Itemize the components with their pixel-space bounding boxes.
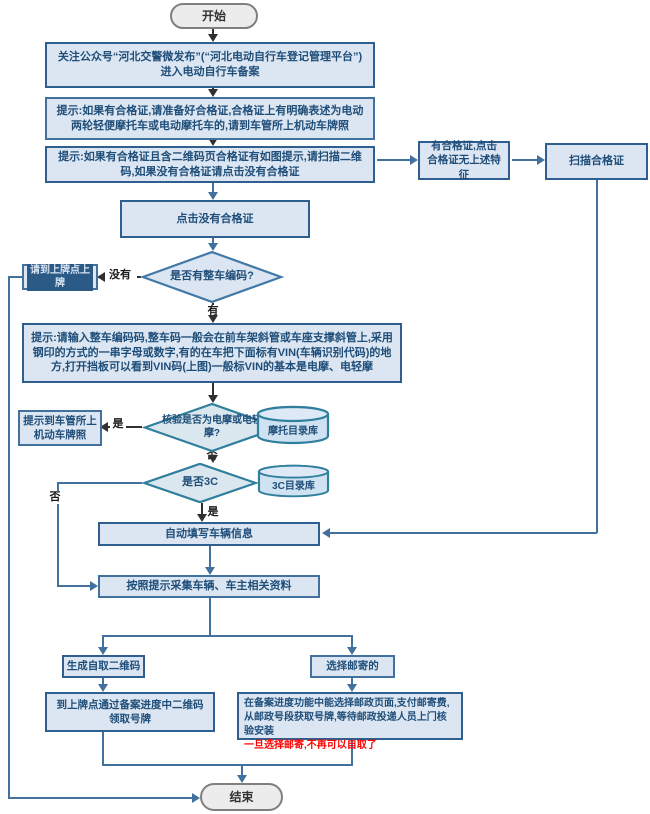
connector-line — [102, 732, 104, 766]
arrowhead — [208, 192, 218, 200]
arrowhead — [410, 155, 418, 165]
step-tip-qrcode: 提示:如果有合格证且含二维码页合格证有如图提示,请扫描二维码,如果没有合格证请点… — [45, 146, 375, 183]
step-tip-enter-vin: 提示:请输入整车编码码,整车码一般会在前车架斜管或车座支撑斜管上,采用钢印的方式… — [22, 323, 402, 383]
arrowhead — [90, 581, 98, 591]
connector-line — [351, 635, 353, 648]
diamond-shape — [140, 251, 284, 303]
connector-line — [102, 635, 104, 648]
postal-line-2: 从邮政号段获取号牌,等待邮政投递人员上门核验安装 — [244, 712, 447, 737]
arrowhead — [98, 647, 108, 655]
connector-line — [596, 180, 598, 533]
decision-has-vin-label: 是否有整车编码? — [170, 270, 254, 283]
step-subscribe-account: 关注公众号“河北交警微发布”(“河北电动自行车登记管理平台”)进入电动自行车备案 — [45, 42, 375, 88]
database-3c-catalog: 3C目录库 — [257, 464, 330, 498]
step-scan-certificate: 扫描合格证 — [545, 143, 648, 180]
edge-label-no-vin: 没有 — [103, 269, 137, 282]
decision-has-vin: 是否有整车编码? — [140, 251, 284, 303]
connector-line — [377, 159, 411, 161]
connector-line — [8, 276, 22, 278]
connector-line — [351, 678, 353, 686]
arrowhead — [197, 514, 207, 522]
connector-line — [102, 635, 353, 637]
connector-line — [201, 503, 203, 515]
postal-line-1: 在备案进度功能中能选择邮政页面,支付邮寄费, — [244, 698, 450, 709]
terminal-end: 结束 — [200, 783, 283, 811]
step-has-certificate: 有合格证,点击合格证无上述特征 — [418, 140, 510, 181]
arrowhead — [322, 528, 330, 538]
arrowhead — [237, 775, 247, 783]
step-click-no-certificate: 点击没有合格证 — [120, 200, 310, 238]
step-collect-info: 按照提示采集车辆、车主相关资料 — [98, 575, 320, 598]
database-moto-catalog: 摩托目录库 — [256, 405, 330, 445]
step-generate-qr: 生成自取二维码 — [62, 655, 145, 678]
connector-line — [212, 238, 214, 245]
edge-label-yes-3c: 是 — [206, 506, 220, 519]
step-autofill-vehicle: 自动填写车辆信息 — [98, 522, 320, 546]
connector-line — [212, 25, 214, 37]
arrowhead — [192, 793, 200, 803]
connector-line — [102, 678, 104, 686]
edge-label-yes-vin: 有 — [205, 305, 221, 318]
arrowhead — [208, 395, 218, 403]
terminal-start: 开始 — [170, 3, 258, 29]
connector-line — [102, 764, 353, 766]
arrowhead — [208, 243, 218, 251]
arrowhead — [537, 155, 545, 165]
connector-line — [330, 532, 597, 534]
diamond-shape — [142, 463, 258, 503]
cylinder-shape — [256, 405, 330, 445]
connector-line — [212, 383, 214, 396]
arrowhead — [208, 455, 218, 463]
arrowhead — [208, 89, 218, 97]
decision-verify-moped-label: 核验是否为电摩或电轻摩? — [161, 415, 262, 439]
connector-line — [209, 546, 211, 568]
edge-label-yes-moped: 是 — [110, 418, 126, 431]
postal-warning: 一旦选择邮寄,不再可以自取了 — [244, 740, 377, 751]
decision-is-3c: 是否3C — [142, 463, 258, 503]
step-postal-info: 在备案进度功能中能选择邮政页面,支付邮寄费, 从邮政号段获取号牌,等待邮政投递人… — [237, 692, 463, 751]
arrowhead — [98, 684, 108, 692]
connector-line — [212, 183, 214, 193]
arrowhead — [100, 422, 108, 432]
cylinder-shape — [257, 464, 330, 498]
connector-line — [351, 740, 353, 766]
connector-line — [57, 482, 142, 484]
step-choose-mail: 选择邮寄的 — [310, 655, 395, 678]
diamond-shape — [142, 403, 282, 452]
arrowhead — [97, 272, 105, 282]
arrowhead — [347, 684, 357, 692]
database-moto-catalog-label: 摩托目录库 — [268, 425, 318, 437]
connector-line — [209, 598, 211, 636]
arrowhead — [208, 34, 218, 42]
connector-line — [57, 585, 90, 587]
highlighted-text: 请到上牌点上牌 — [27, 263, 93, 291]
arrowhead — [347, 647, 357, 655]
connector-line — [8, 276, 10, 799]
edge-label-no-3c: 否 — [47, 491, 63, 504]
connector-line — [8, 797, 192, 799]
step-go-license-point: 请到上牌点上牌 — [22, 263, 98, 291]
connector-line — [57, 482, 59, 586]
decision-is-3c-label: 是否3C — [181, 476, 219, 489]
step-tip-dmv-plate: 提示到车管所上机动车牌照 — [18, 410, 102, 446]
arrowhead — [208, 138, 218, 146]
step-tip-certificate: 提示:如果有合格证,请准备好合格证,合格证上有明确表述为电动两轮轻便摩托车或电动… — [45, 97, 375, 140]
decision-verify-moped: 核验是否为电摩或电轻摩? — [142, 403, 282, 452]
arrowhead — [205, 567, 215, 575]
step-pickup-plate: 到上牌点通过备案进度中二维码领取号牌 — [45, 692, 215, 732]
connector-line — [512, 159, 538, 161]
arrowhead — [208, 315, 218, 323]
database-3c-catalog-label: 3C目录库 — [272, 481, 315, 493]
connector-line — [241, 764, 243, 776]
